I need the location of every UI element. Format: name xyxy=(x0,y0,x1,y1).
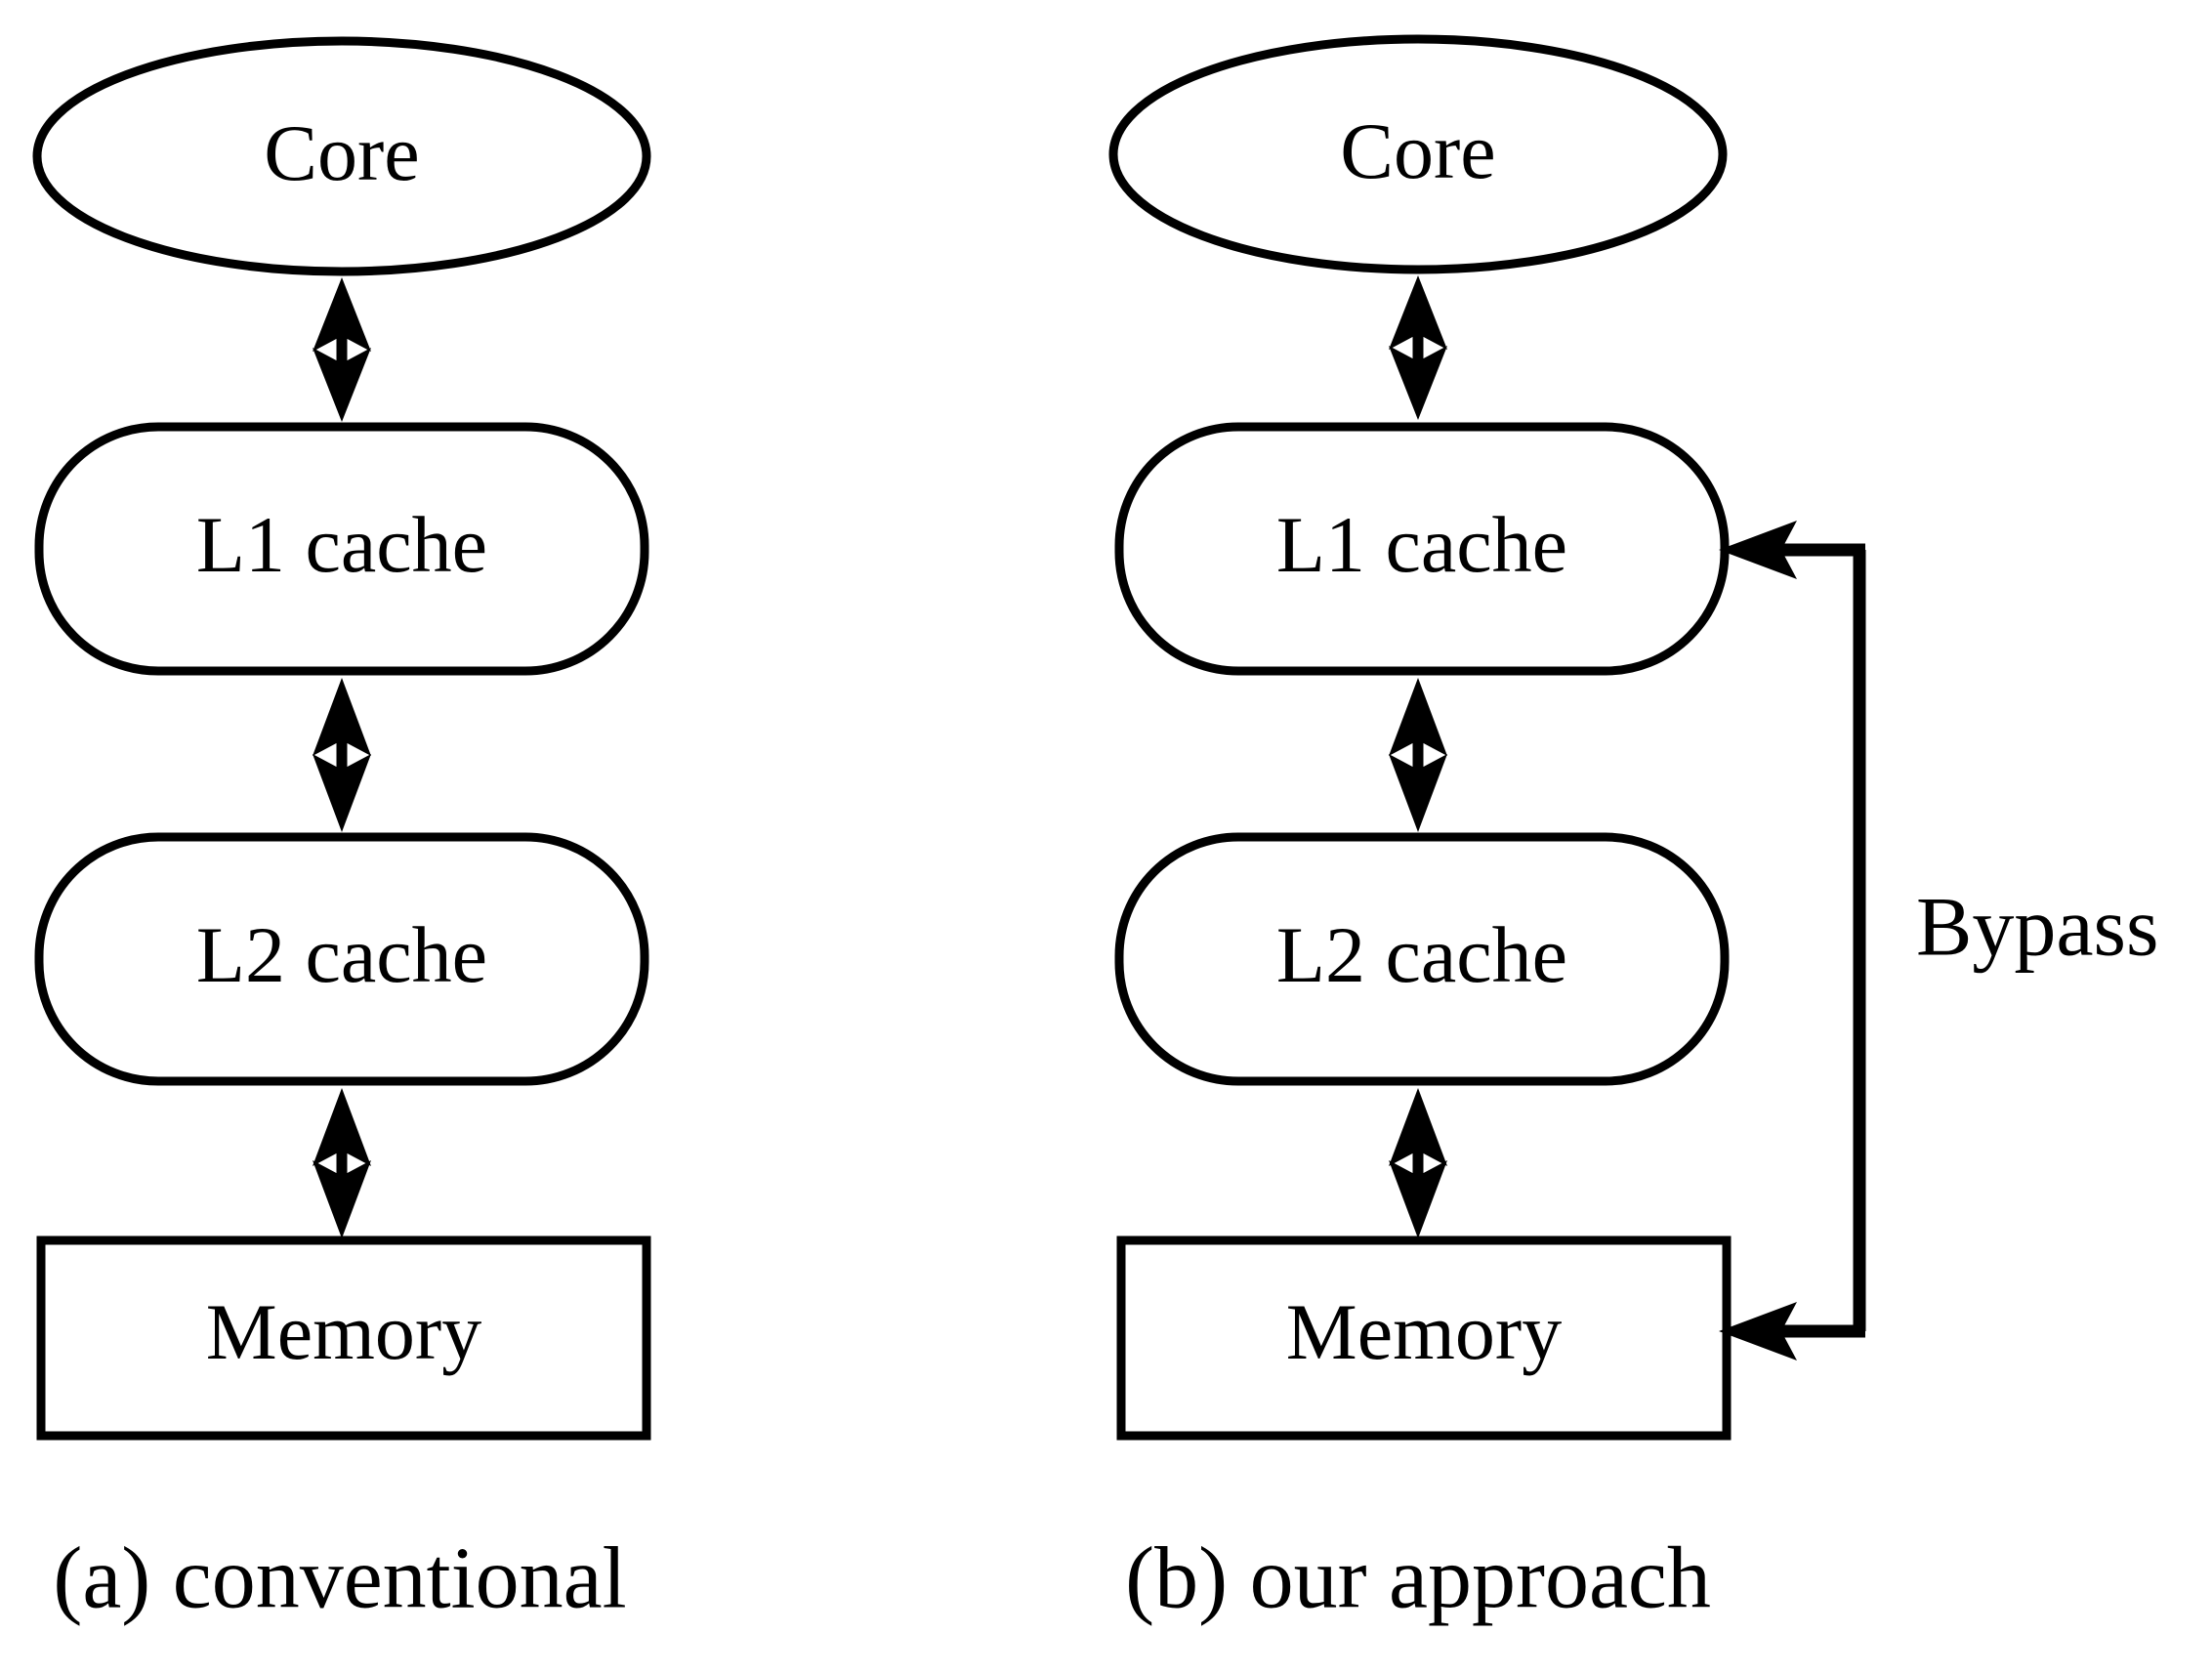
arrow-head-up-icon xyxy=(313,678,371,756)
core-ellipse-shape xyxy=(1108,34,1728,274)
node-l1-cache-a[interactable]: L1 cache xyxy=(34,422,649,676)
arrow-head-up-icon xyxy=(313,277,371,352)
l2-cache-label: L2 cache xyxy=(1276,910,1567,999)
arrow-head-up-icon xyxy=(1389,275,1447,350)
arrow-l1-l2-b xyxy=(1389,678,1447,832)
arrow-head-down-icon xyxy=(1389,1160,1447,1238)
arrow-core-l1-a xyxy=(313,277,371,422)
arrow-head-down-icon xyxy=(313,754,371,832)
memory-shape xyxy=(36,1235,651,1441)
arrow-head-down-icon xyxy=(313,1160,371,1238)
bypass-connector[interactable]: Bypass xyxy=(1719,521,2158,1361)
arrow-head-down-icon xyxy=(1389,346,1447,420)
memory-label: Memory xyxy=(206,1287,481,1376)
bypass-label: Bypass xyxy=(1916,880,2158,974)
arrow-core-l1-b xyxy=(1389,275,1447,420)
arrow-head-down-icon xyxy=(1389,754,1447,832)
panel-our-approach: Core L1 cache L2 cache xyxy=(1108,34,2158,1627)
caption-conventional: (a) conventional xyxy=(53,1530,626,1627)
panel-conventional: Core L1 cache L2 cache xyxy=(32,36,651,1627)
node-l1-cache-b[interactable]: L1 cache xyxy=(1114,422,1730,676)
core-label: Core xyxy=(264,108,419,197)
arrow-l1-l2-a xyxy=(313,678,371,832)
arrow-head-left-icon xyxy=(1719,1302,1797,1361)
arrow-head-left-icon xyxy=(1719,521,1797,579)
l1-cache-label: L1 cache xyxy=(1276,500,1567,589)
arrow-head-up-icon xyxy=(1389,678,1447,756)
l1-cache-label: L1 cache xyxy=(196,500,487,589)
node-core-b[interactable]: Core xyxy=(1108,34,1728,274)
node-memory-b[interactable]: Memory xyxy=(1116,1235,1732,1441)
l1-cache-shape xyxy=(34,422,649,676)
caption-our-approach: (b) our approach xyxy=(1125,1530,1711,1627)
node-core-a[interactable]: Core xyxy=(32,36,651,276)
memory-label: Memory xyxy=(1286,1287,1562,1376)
l2-cache-label: L2 cache xyxy=(196,910,487,999)
core-ellipse-shape xyxy=(32,36,651,276)
arrow-head-down-icon xyxy=(313,348,371,422)
arrow-head-up-icon xyxy=(1389,1088,1447,1166)
core-label: Core xyxy=(1340,106,1495,195)
arrow-l2-memory-a xyxy=(313,1088,371,1238)
node-memory-a[interactable]: Memory xyxy=(36,1235,651,1441)
memory-shape xyxy=(1116,1235,1732,1441)
node-l2-cache-a[interactable]: L2 cache xyxy=(34,832,649,1086)
arrow-l2-memory-b xyxy=(1389,1088,1447,1238)
node-l2-cache-b[interactable]: L2 cache xyxy=(1114,832,1730,1086)
arrow-head-up-icon xyxy=(313,1088,371,1166)
l2-cache-shape xyxy=(34,832,649,1086)
l2-cache-shape xyxy=(1114,832,1730,1086)
